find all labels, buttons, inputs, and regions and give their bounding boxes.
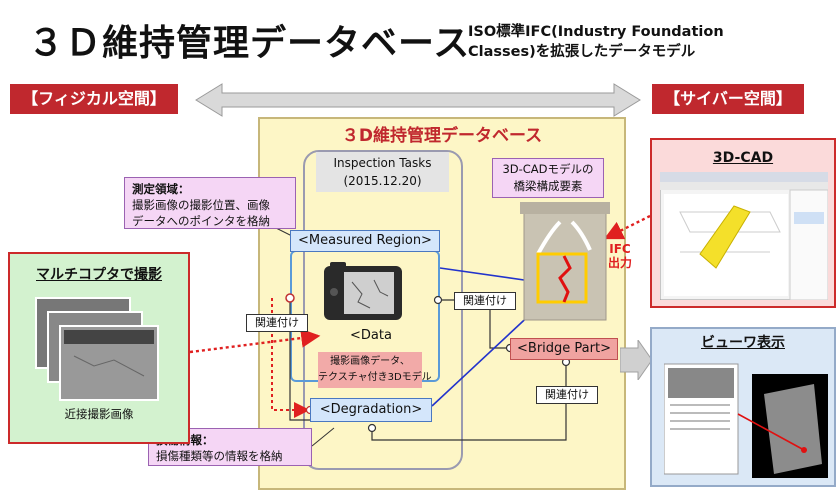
closeup-photo-stack [35, 297, 159, 401]
inspection-tasks-label: Inspection Tasks (2015.12.20) [316, 152, 449, 192]
red-dotted-arrow-degradation [271, 298, 310, 418]
page-title: ３Ｄ維持管理データベース [28, 23, 471, 64]
measured-note-line-2: データへのポインタを格納 [132, 214, 270, 228]
measured-region-note: 測定領域： 撮影画像の撮影位置、画像 データへのポインタを格納 [124, 177, 296, 229]
measured-note-line-1: 撮影画像の撮影位置、画像 [132, 198, 270, 212]
model-note-line-1: 3D-CADモデルの [502, 162, 594, 176]
model-note: 3D-CADモデルの 橋梁構成要素 [492, 158, 604, 198]
multicopter-caption: 近接撮影画像 [64, 407, 134, 421]
cad-screenshot [660, 172, 828, 300]
data-note: 撮影画像データ、 テクスチャ付き3Dモデル [318, 352, 432, 388]
measured-region-node: <Measured Region> [290, 230, 440, 252]
relation-label-2: 関連付け [454, 292, 516, 310]
cyber-space-label: 【サイバー空間】 [652, 84, 804, 114]
ifc-output-line-1: IFC [609, 242, 631, 256]
physical-cyber-double-arrow [195, 83, 641, 117]
connector-rel1 [289, 298, 310, 421]
page-subtitle: ISO標準IFC(Industry Foundation Classes)を拡張… [468, 22, 724, 62]
ifc-output-label: IFC 出力 [608, 242, 632, 270]
red-dotted-arrow-multicopter [189, 328, 321, 354]
viewer-arrow [620, 340, 653, 380]
blue-arrow-measured-to-model [439, 267, 540, 287]
ifc-output-line-2: 出力 [608, 256, 633, 270]
degradation-node: <Degradation> [310, 398, 432, 422]
database-title: ３D維持管理データベース [341, 126, 543, 146]
inspection-tasks-frame [303, 150, 463, 470]
rel-circle-1 [285, 293, 295, 303]
bridge-model-image [520, 202, 610, 321]
relation-label-3: 関連付け [536, 386, 598, 404]
damage-note-leader [311, 427, 335, 447]
damage-note-line-1: 損傷種類等の情報を格納 [156, 449, 283, 463]
data-note-line-2: テクスチャ付き3Dモデル [318, 372, 432, 383]
camera-icon [324, 262, 402, 320]
inspection-tasks-line-1: Inspection Tasks [333, 156, 432, 170]
rel-circle-2 [433, 295, 443, 305]
data-label: <Data [350, 328, 392, 343]
measured-note-title: 測定領域： [132, 182, 190, 196]
multicopter-title: マルチコプタで撮影 [36, 267, 162, 283]
viewer-screenshot [664, 363, 828, 478]
subtitle-line-1: ISO標準IFC(Industry Foundation [468, 24, 724, 40]
bridge-part-node: <Bridge Part> [510, 338, 618, 360]
cad-title: 3D-CAD [712, 150, 774, 166]
red-dotted-arrow-ifc [603, 214, 651, 240]
relation-label-1: 関連付け [246, 314, 308, 332]
model-note-line-2: 橋梁構成要素 [513, 179, 583, 193]
viewer-title: ビューワ表示 [701, 335, 785, 351]
physical-space-label: 【フィジカル空間】 [10, 84, 178, 114]
data-note-line-1: 撮影画像データ、 [330, 356, 410, 367]
rel-circle-4 [367, 423, 377, 433]
subtitle-line-2: Classes)を拡張したデータモデル [468, 44, 696, 60]
inspection-tasks-line-2: (2015.12.20) [343, 174, 422, 188]
